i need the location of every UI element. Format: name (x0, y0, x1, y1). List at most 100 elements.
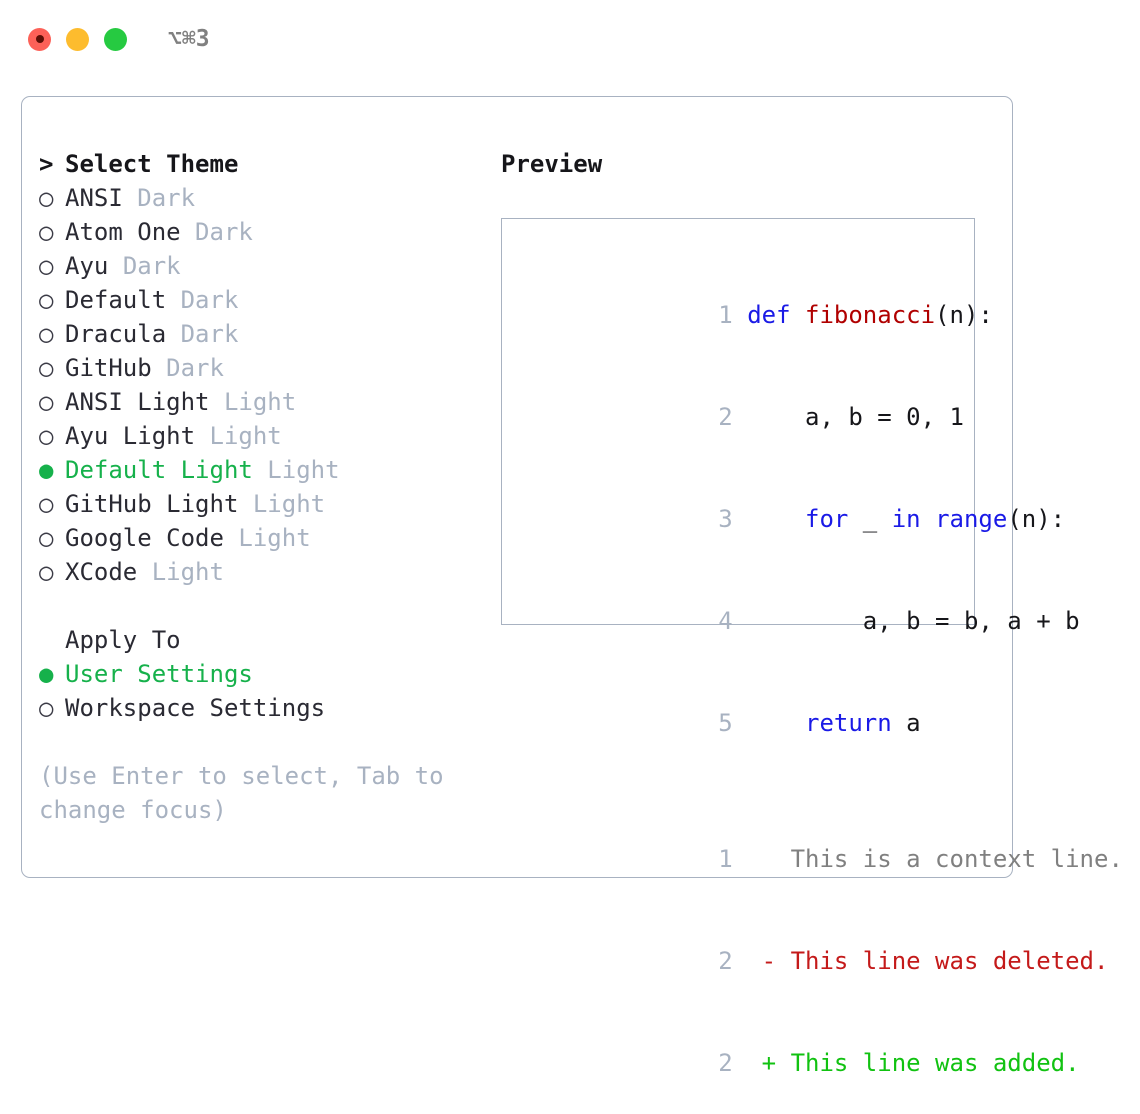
radio-icon: ○ (39, 422, 68, 450)
radio-icon: ○ (39, 694, 68, 722)
code-token (747, 505, 805, 533)
apply-to-header: Apply To (39, 623, 499, 657)
spacer (137, 555, 151, 589)
theme-list-item[interactable]: ○ Ayu Light Light (39, 419, 499, 453)
spacer (195, 419, 209, 453)
section-spacer (39, 589, 499, 623)
app-window: ⌥⌘3 > Select Theme ○ ANSI Dark ○ Atom (0, 0, 1140, 1077)
theme-category: Dark (122, 252, 181, 280)
radio-icon: ○ (39, 320, 68, 348)
keyboard-shortcut-label: ⌥⌘3 (168, 25, 210, 52)
preview-box: 1 def fibonacci(n): 2 a, b = 0, 1 3 for … (501, 218, 1123, 1077)
code-line: 1 def fibonacci(n): (516, 264, 993, 366)
line-number: 2 (718, 947, 733, 975)
code-token (747, 709, 805, 737)
radio-icon: ○ (39, 286, 68, 314)
code-line: 3 for _ in range(n): (516, 468, 1065, 570)
code-token: a (906, 709, 921, 737)
gutter-space (733, 403, 747, 431)
line-number: 1 (718, 845, 733, 873)
theme-category: Light (252, 490, 326, 518)
radio-icon: ○ (39, 184, 68, 212)
panel-columns: > Select Theme ○ ANSI Dark ○ Atom One Da… (22, 97, 1123, 1077)
theme-name: XCode (65, 558, 138, 586)
code-token: fibonacci (805, 301, 936, 329)
select-theme-header: > Select Theme (39, 147, 499, 181)
theme-list-item[interactable]: ○ ANSI Light Light (39, 385, 499, 419)
spacer (108, 249, 122, 283)
theme-category: Light (209, 422, 282, 450)
code-token: (n): (935, 301, 993, 329)
spacer (210, 385, 224, 419)
window-controls (28, 27, 127, 51)
spacer (253, 453, 267, 487)
code-token: range (935, 505, 1008, 533)
code-token: _ (862, 505, 892, 533)
theme-name: Atom One (65, 218, 181, 246)
theme-category: Dark (180, 320, 239, 348)
apply-to-option-selected[interactable]: ● User Settings (39, 657, 499, 691)
theme-list-item[interactable]: ○ Atom One Dark (39, 215, 499, 249)
line-number: 1 (718, 301, 733, 329)
line-number: 3 (718, 505, 733, 533)
code-line: 2 a, b = 0, 1 (516, 366, 968, 468)
diff-spacer (516, 774, 968, 808)
gutter-space (733, 301, 747, 329)
theme-category: Dark (195, 218, 253, 246)
gutter-space (733, 505, 747, 533)
gutter-space (733, 607, 747, 635)
theme-name: Default Light (65, 456, 253, 484)
code-token: (n): (1007, 505, 1066, 533)
diff-text: This line was added. (790, 1049, 1080, 1077)
diff-line-context: 1 This is a context line. (516, 808, 1123, 910)
diff-text: This is a context line. (790, 845, 1123, 873)
theme-name: Ayu (65, 252, 109, 280)
theme-category: Dark (180, 286, 239, 314)
diff-marker: - (761, 947, 791, 975)
line-number: 2 (718, 1049, 733, 1077)
radio-icon-selected: ● (39, 660, 68, 688)
theme-name: GitHub Light (65, 490, 239, 518)
diff-marker: + (761, 1049, 791, 1077)
theme-list-item-selected[interactable]: ● Default Light Light (39, 453, 499, 487)
diff-line-added: 2 + This line was added. (516, 1012, 1079, 1114)
theme-list-item[interactable]: ○ Google Code Light (39, 521, 499, 555)
title-bar: ⌥⌘3 (0, 0, 1140, 78)
radio-icon: ○ (39, 354, 68, 382)
theme-category: Light (223, 388, 297, 416)
line-number: 5 (718, 709, 733, 737)
theme-list-item[interactable]: ○ Dracula Dark (39, 317, 499, 351)
keyboard-hint-text: (Use Enter to select, Tab to change focu… (39, 762, 459, 824)
theme-category: Light (267, 456, 340, 484)
theme-list-item[interactable]: ○ GitHub Dark (39, 351, 499, 385)
radio-icon: ○ (39, 558, 68, 586)
apply-to-option[interactable]: ○ Workspace Settings (39, 691, 499, 725)
apply-to-option-label: User Settings (65, 660, 253, 688)
theme-list-item[interactable]: ○ Ayu Dark (39, 249, 499, 283)
theme-category: Dark (137, 184, 196, 212)
theme-name: Dracula (65, 320, 167, 348)
theme-name: Default (65, 286, 167, 314)
diff-marker (762, 845, 791, 873)
code-token: return (805, 709, 907, 737)
radio-icon-selected: ● (39, 456, 68, 484)
maximize-button[interactable] (104, 27, 127, 51)
spacer (181, 215, 195, 249)
theme-name: GitHub (65, 354, 152, 382)
apply-to-label: Apply To (65, 626, 181, 654)
spacer (152, 351, 166, 385)
theme-name: Ayu Light (65, 422, 196, 450)
code-token: a, b = 0, 1 (747, 403, 964, 431)
minimize-button[interactable] (66, 27, 89, 51)
close-button[interactable] (28, 27, 51, 51)
diff-line-deleted: 2 - This line was deleted. (516, 910, 1108, 1012)
theme-selector-column: > Select Theme ○ ANSI Dark ○ Atom One Da… (39, 147, 499, 827)
radio-icon: ○ (39, 218, 68, 246)
preview-title: Preview (501, 150, 603, 178)
theme-list-item[interactable]: ○ ANSI Dark (39, 181, 499, 215)
theme-list-item[interactable]: ○ XCode Light (39, 555, 499, 589)
theme-list-item[interactable]: ○ GitHub Light Light (39, 487, 499, 521)
spacer (123, 181, 137, 215)
radio-icon: ○ (39, 524, 68, 552)
theme-list-item[interactable]: ○ Default Dark (39, 283, 499, 317)
